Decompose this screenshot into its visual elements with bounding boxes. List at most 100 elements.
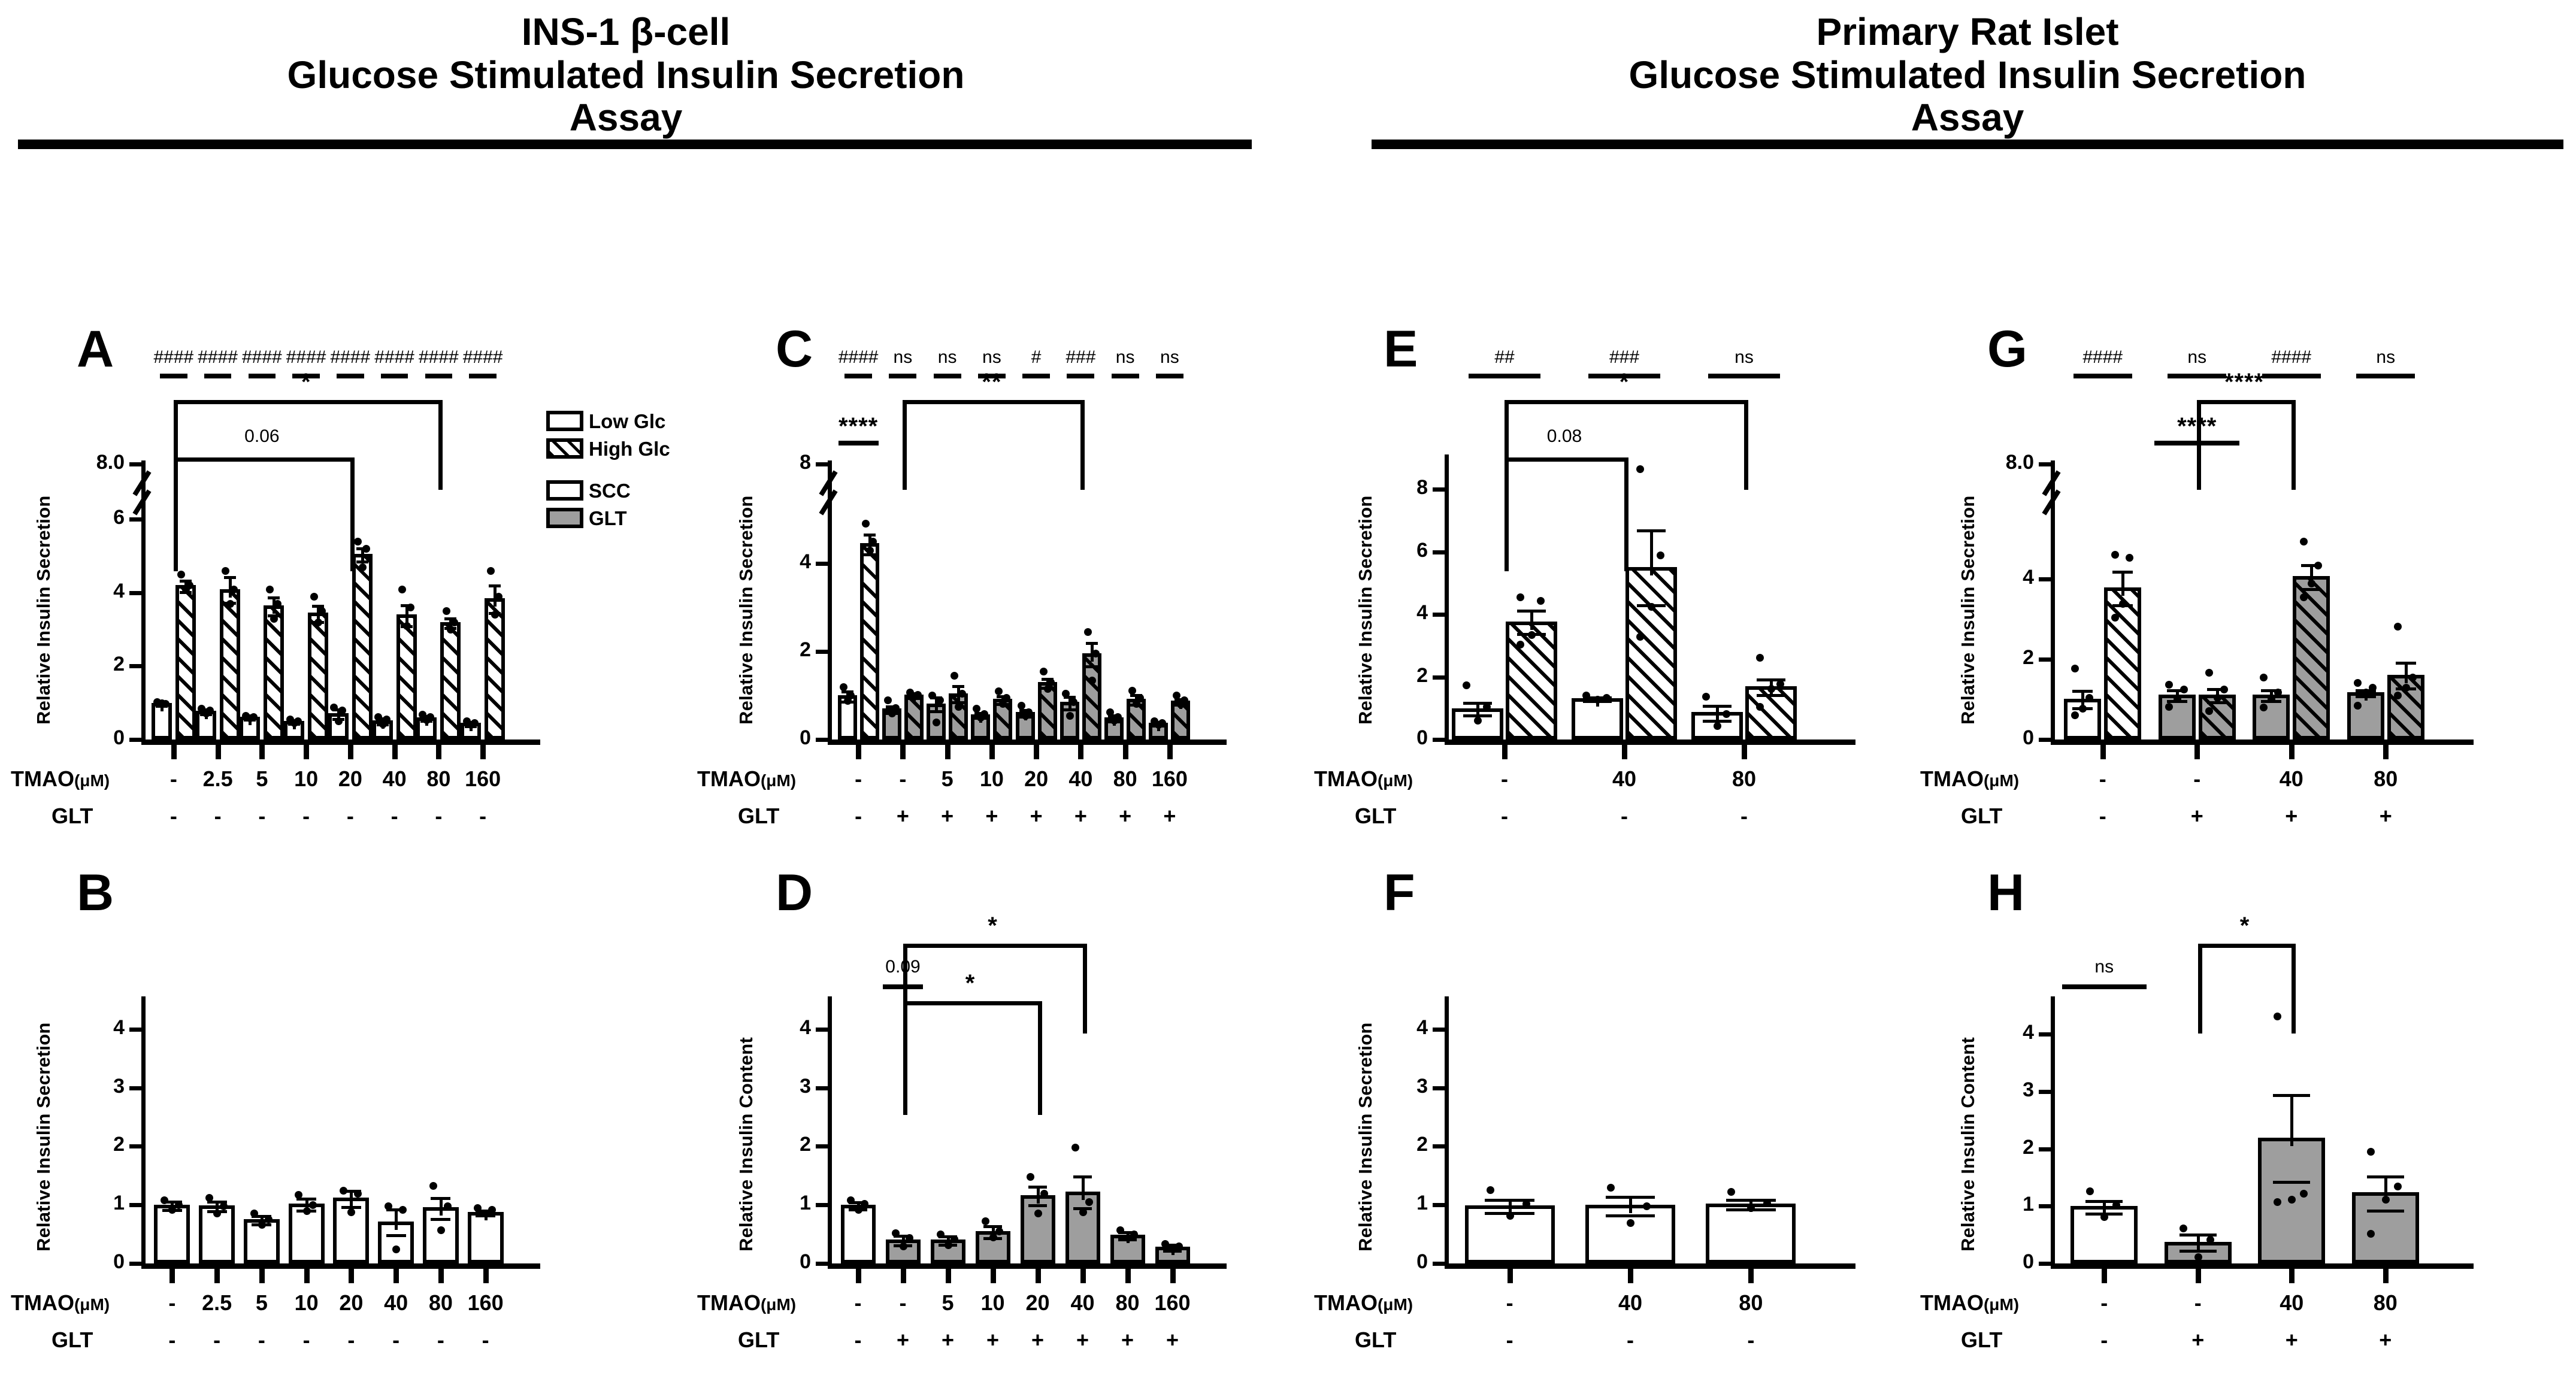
- data-point-H-0-1-0: [2180, 1224, 2188, 1232]
- y-tick-H-4: [2039, 1032, 2052, 1037]
- data-point-B-0-2-0: [250, 1209, 258, 1217]
- significance-bar-C-3: [977, 374, 1006, 378]
- significance-label-A-4: ####: [330, 347, 371, 367]
- y-tick-label-D-3: 3: [800, 1074, 811, 1098]
- data-point-D-0-6-1: [1130, 1231, 1138, 1239]
- y-tick-label-A-4: 8.0: [96, 451, 125, 474]
- data-point-G-1-3-0: [2394, 623, 2402, 631]
- data-point-E-1-0-0: [1516, 593, 1525, 602]
- significance-label-A-7: ####: [462, 347, 503, 367]
- error-cap-low-G-1-1: [2206, 701, 2227, 704]
- y-tick-G-2: [2039, 577, 2052, 582]
- data-point-G-1-2-0: [2299, 537, 2308, 545]
- significance-label-A-9: 0.06: [244, 426, 280, 446]
- glt-value-A-1: -: [214, 804, 222, 828]
- x-tick-A-4: [347, 745, 353, 759]
- data-point-G-0-1-2: [2173, 695, 2181, 703]
- error-bar-B-0-4: [350, 1189, 353, 1207]
- bracket-right-D-1: [1082, 944, 1087, 1034]
- x-cat-label-D-4: 20: [1025, 1290, 1050, 1315]
- x-cat-label-D-6: 80: [1115, 1290, 1140, 1315]
- error-cap-C-0-5: [1063, 696, 1076, 699]
- x-tick-D-6: [1125, 1269, 1131, 1283]
- bracket-right-A-8: [438, 400, 443, 490]
- error-cap-H-0-2: [2273, 1093, 2311, 1097]
- data-point-C-1-6-0: [1128, 686, 1137, 695]
- data-point-C-0-6-2: [1110, 716, 1119, 725]
- x-tick-H-1: [2195, 1269, 2201, 1283]
- error-cap-H-0-0: [2085, 1199, 2123, 1203]
- data-point-A-0-0-2: [158, 699, 166, 707]
- x-cat-label-G-2: 40: [2279, 766, 2303, 791]
- y-tick-F-0: [1433, 1262, 1446, 1266]
- significance-label-G-3: ns: [2376, 347, 2396, 367]
- significance-bar-A-1: [204, 374, 232, 378]
- significance-label-C-1: ns: [893, 347, 913, 367]
- bar-C-1-0: [859, 543, 879, 740]
- panel-letter-B: B: [77, 864, 114, 922]
- error-cap-E-0-0: [1463, 702, 1492, 705]
- error-cap-A-1-4: [356, 547, 368, 551]
- x-cat-label-A-1: 2.5: [202, 766, 233, 791]
- data-point-E-1-1-1: [1657, 551, 1665, 559]
- panel-letter-C: C: [776, 320, 813, 378]
- significance-label-A-1: ####: [198, 347, 238, 367]
- bar-C-1-6: [1127, 699, 1146, 740]
- y-axis-line-B: [141, 996, 146, 1267]
- data-point-D-0-5-1: [1085, 1198, 1093, 1207]
- bar-A-1-7: [485, 598, 505, 740]
- legend-item-1: High Glc: [546, 438, 670, 459]
- x-cat-label-C-2: 5: [941, 766, 953, 791]
- data-point-C-0-1-0: [883, 696, 892, 704]
- bar-A-1-2: [264, 605, 284, 740]
- error-bar-A-1-1: [228, 576, 232, 598]
- row-label-glt-B: GLT: [52, 1328, 93, 1352]
- data-point-C-0-2-0: [928, 692, 937, 700]
- data-point-C-0-3-0: [973, 705, 981, 713]
- data-point-F-0-0-1: [1522, 1200, 1530, 1208]
- error-cap-C-1-5: [1085, 641, 1098, 645]
- error-cap-A-1-3: [312, 604, 325, 608]
- error-cap-low-B-0-5: [386, 1234, 406, 1238]
- data-point-E-1-0-2: [1528, 631, 1536, 640]
- data-point-D-0-4-2: [1034, 1209, 1042, 1217]
- y-tick-D-4: [816, 1027, 829, 1032]
- data-point-A-0-3-2: [290, 719, 299, 727]
- x-axis-line-D: [828, 1263, 1227, 1269]
- y-tick-label-G-0: 0: [2023, 726, 2034, 749]
- y-tick-C-3: [816, 462, 829, 466]
- row-label-tmao-H: TMAO(μM): [1920, 1290, 2020, 1315]
- x-axis-line-A: [141, 740, 540, 745]
- data-point-H-0-3-0: [2367, 1148, 2375, 1156]
- y-tick-label-G-1: 2: [2023, 646, 2034, 669]
- error-cap-F-0-0: [1485, 1199, 1534, 1202]
- data-point-G-1-3-3: [2394, 692, 2402, 700]
- data-point-C-0-5-0: [1061, 689, 1070, 698]
- row-label-glt-A: GLT: [52, 804, 93, 828]
- significance-bar-C-6: [1111, 374, 1139, 378]
- data-point-G-1-0-1: [2126, 553, 2134, 562]
- data-point-C-1-6-2: [1133, 699, 1141, 708]
- bracket-right-E-3: [1744, 400, 1748, 490]
- data-point-B-0-5-0: [384, 1202, 392, 1211]
- data-point-D-0-3-0: [981, 1217, 989, 1225]
- left-figure-title-line-2: Assay: [569, 96, 683, 140]
- row-label-tmao-D: TMAO(μM): [697, 1290, 797, 1315]
- bracket-top-A-8: [173, 400, 439, 404]
- y-tick-label-F-0: 0: [1416, 1250, 1428, 1273]
- data-point-A-1-3-1: [318, 607, 326, 616]
- x-tick-C-0: [856, 745, 862, 759]
- x-tick-D-7: [1170, 1269, 1176, 1283]
- data-point-F-0-0-0: [1486, 1186, 1494, 1194]
- x-tick-A-3: [304, 745, 310, 759]
- x-cat-label-C-7: 160: [1151, 766, 1188, 791]
- y-tick-G-1: [2039, 657, 2052, 662]
- error-cap-C-1-2: [952, 685, 965, 689]
- significance-label-G-0: ####: [2082, 347, 2123, 367]
- y-axis-line-F: [1445, 996, 1449, 1267]
- error-cap-B-0-0: [162, 1201, 182, 1204]
- y-tick-label-D-4: 4: [800, 1016, 811, 1039]
- x-tick-C-1: [900, 745, 906, 759]
- y-tick-label-A-0: 0: [113, 726, 125, 749]
- data-point-G-1-1-2: [2213, 693, 2221, 702]
